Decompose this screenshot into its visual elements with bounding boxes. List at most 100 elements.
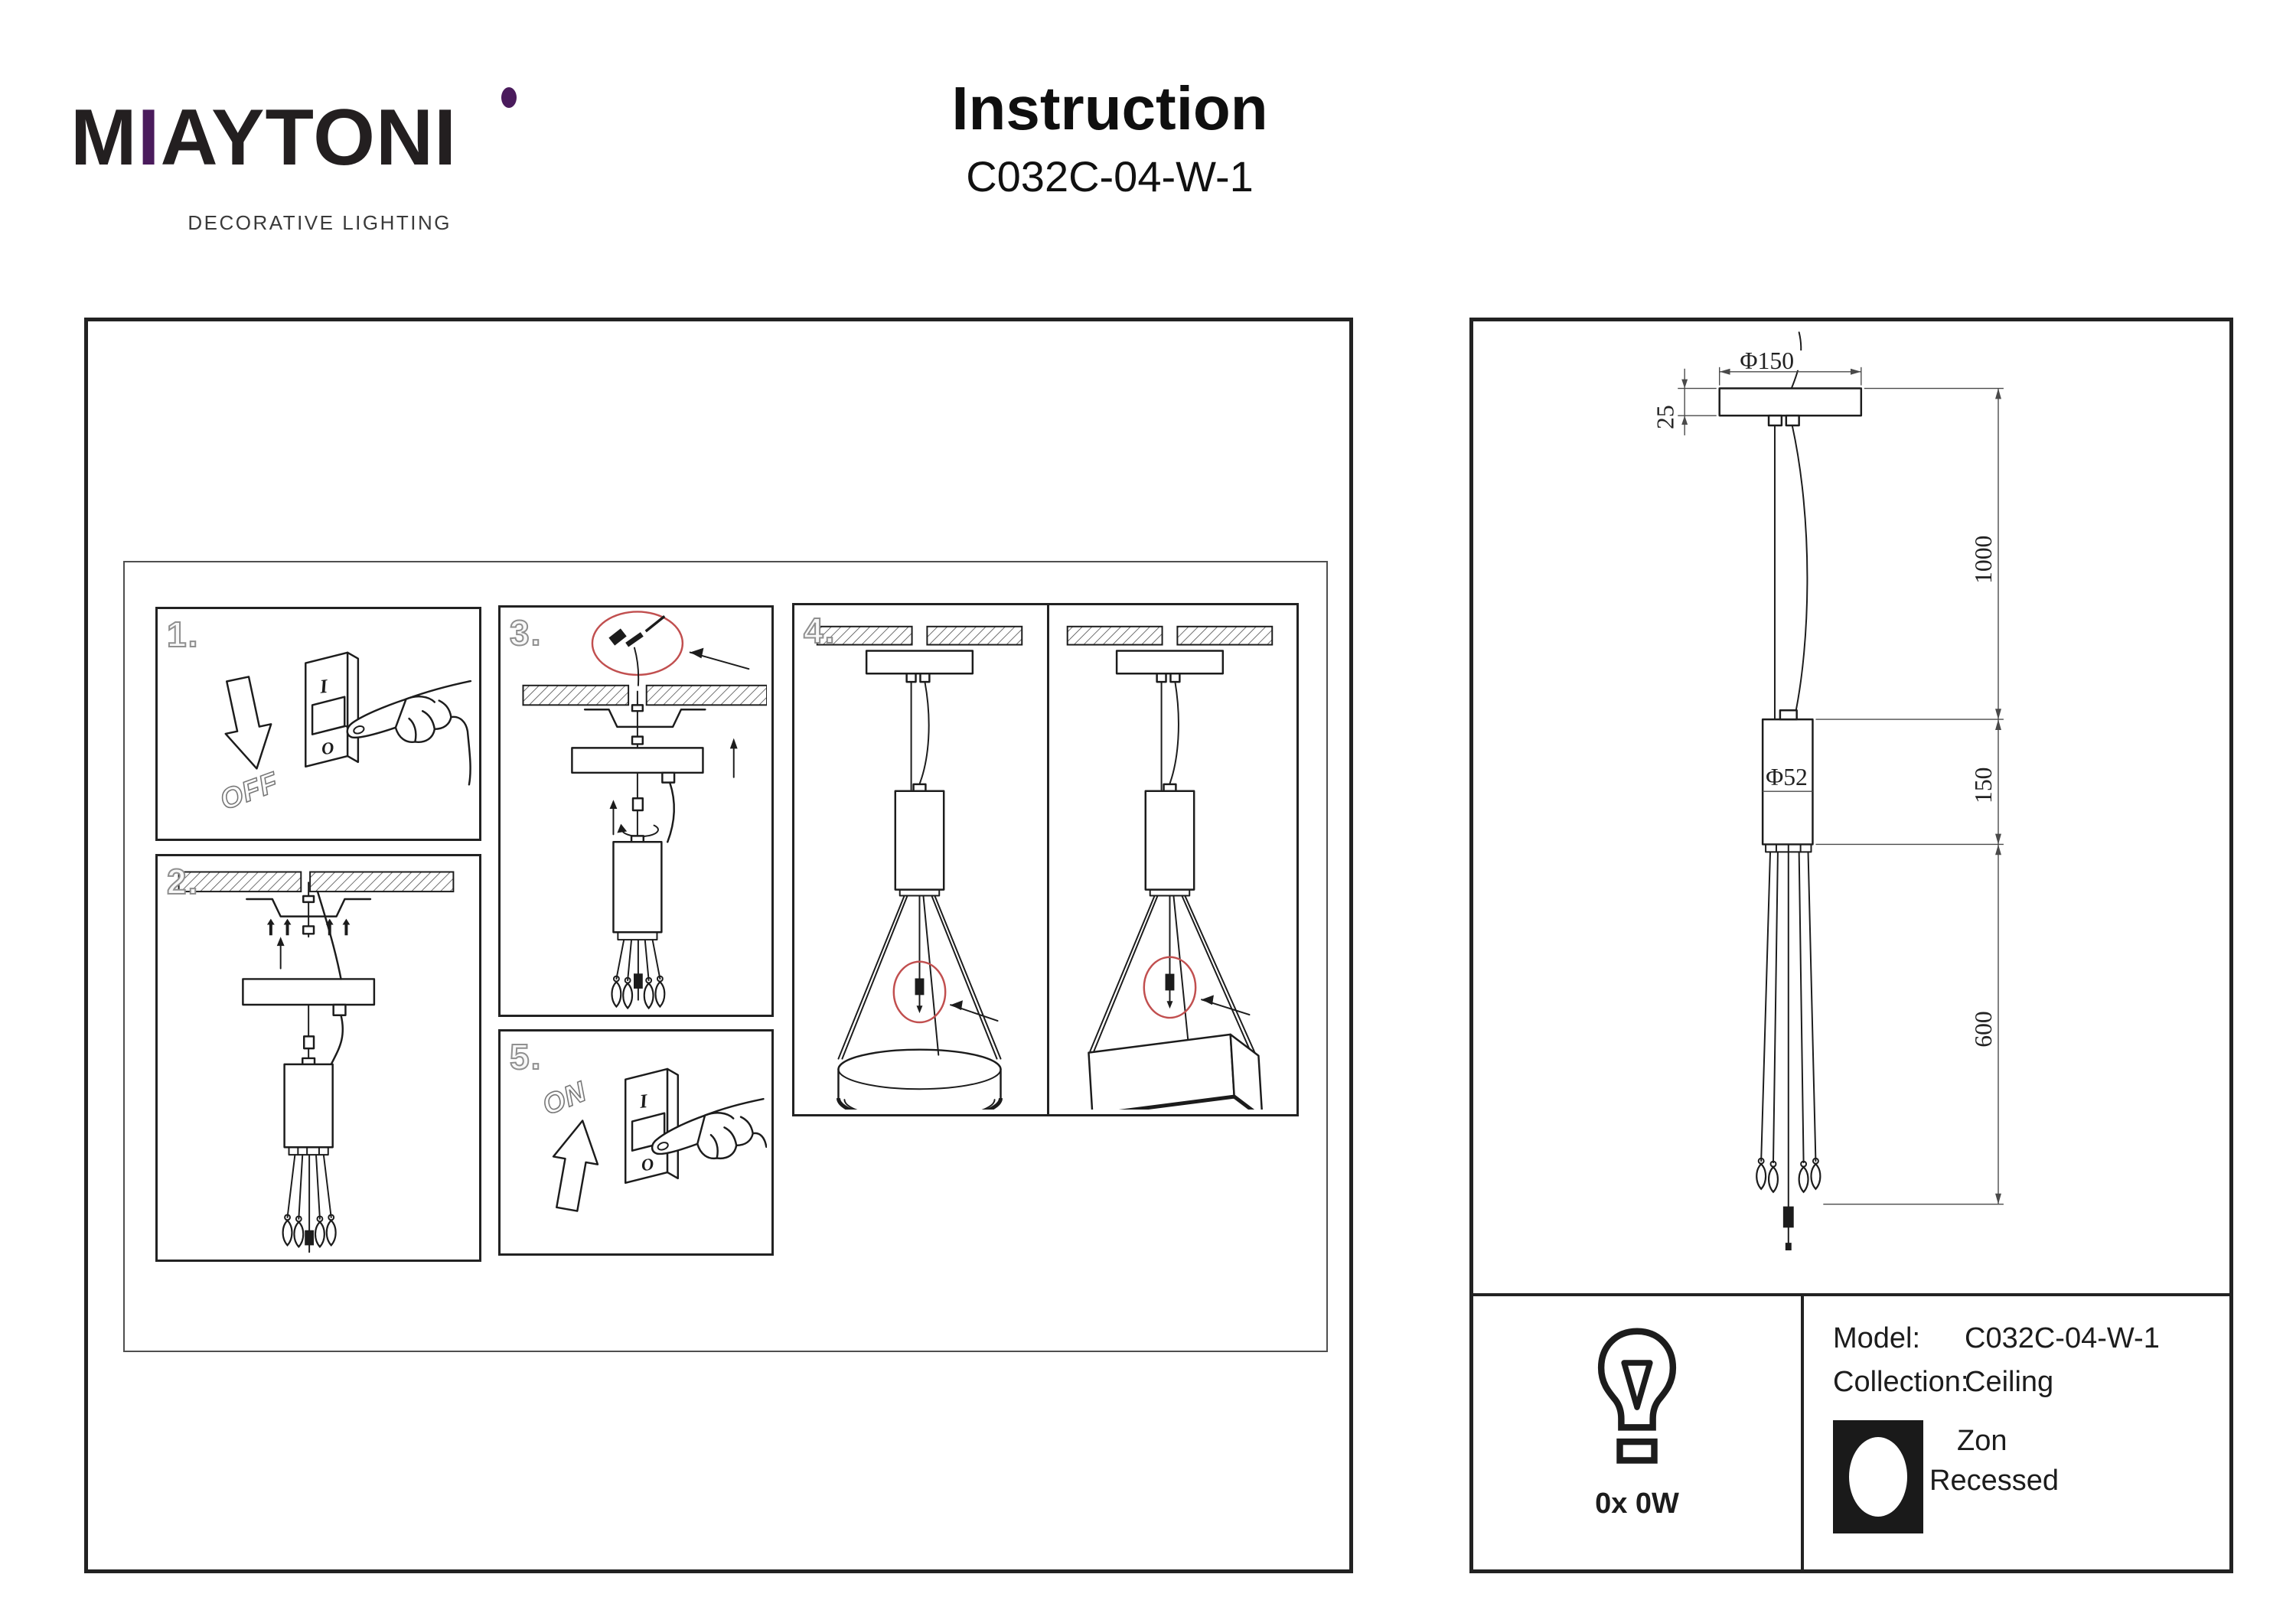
- step-1-switch-off-illustration: OFF I O: [215, 651, 472, 816]
- cable-length-dim: 600: [1970, 1011, 1997, 1047]
- steps-inner-frame: [123, 561, 1328, 1352]
- hand: [346, 680, 472, 786]
- canopy: [865, 650, 974, 675]
- logo-letters: AYTONI: [160, 93, 458, 182]
- collection-icon-row: Zon Recessed: [1833, 1420, 2229, 1535]
- step-4-number: 4.: [803, 610, 837, 651]
- suspension-cable: [934, 895, 1002, 1060]
- step-4-shade-illustration: [816, 625, 1274, 1110]
- title-block: Instruction C032C-04-W-1: [765, 73, 1454, 201]
- canopy: [1718, 387, 1863, 417]
- cable-grip-icon: [325, 1214, 337, 1247]
- step-3-number: 3.: [509, 612, 543, 653]
- cable-grip-icon: [1767, 1160, 1779, 1193]
- driver-cylinder: [894, 790, 945, 891]
- connector: [1165, 973, 1175, 991]
- down-arrow-icon: [224, 676, 272, 770]
- ceiling-hatch: [522, 684, 630, 706]
- rotate-arrow-icon: [621, 824, 659, 838]
- suspension-cable: [298, 1154, 304, 1220]
- step-5-number: 5.: [509, 1036, 543, 1077]
- hand: [651, 1097, 767, 1160]
- suspension-cable: [627, 939, 633, 982]
- canopy-thickness-dim: 25: [1652, 405, 1678, 429]
- round-pendant: [816, 625, 1023, 1110]
- model-cell: Model:C032C-04-W-1 Collection:Ceiling Zo…: [1804, 1296, 2229, 1572]
- driver-cylinder: [612, 841, 663, 934]
- recessed-downlight-icon: [1833, 1420, 1923, 1533]
- maytoni-logo: MIAYTONI: [70, 87, 517, 178]
- cable-grip-icon: [314, 1215, 325, 1248]
- suspension-cable: [837, 895, 905, 1060]
- canopy: [1115, 650, 1225, 675]
- mounting-bracket: [583, 709, 706, 728]
- connector: [1782, 1206, 1794, 1228]
- logo-accent-bar: I: [137, 93, 161, 182]
- power-cord: [1166, 681, 1179, 790]
- model-row: Model:C032C-04-W-1: [1833, 1322, 2229, 1355]
- suspension-cable: [651, 939, 661, 980]
- driver-diameter-dim: Φ52: [1766, 764, 1808, 790]
- cable-grip-icon: [1798, 1160, 1809, 1193]
- canopy-diameter-dim: Φ150: [1740, 347, 1794, 374]
- suspension-cable: [1760, 851, 1772, 1162]
- power-cord: [667, 781, 676, 843]
- switch-off-mark: O: [321, 738, 335, 759]
- logo-letter-m: M: [70, 93, 138, 182]
- step-2-number: 2.: [166, 861, 200, 902]
- cable-grip-icon: [293, 1215, 305, 1248]
- step-2-mounting-illustration: [178, 871, 455, 1253]
- driver-length-dim: 150: [1970, 768, 1997, 803]
- power-cord: [916, 681, 930, 790]
- canopy: [242, 978, 376, 1006]
- cable-grip-icon: [1756, 1157, 1767, 1190]
- switch-on-mark: I: [318, 675, 329, 698]
- collection-value: Ceiling: [1965, 1366, 2054, 1398]
- suspension-cable: [315, 1154, 321, 1220]
- step-1-panel: 1. OFF I O: [155, 607, 481, 841]
- cable-grip-icon: [643, 976, 654, 1009]
- stripped-wire: [644, 614, 666, 633]
- drum-shade: [837, 1048, 1002, 1071]
- up-arrow-icon: [552, 1119, 599, 1212]
- step-4-divider: [1047, 605, 1049, 1114]
- ceiling-hatch: [309, 871, 455, 893]
- ceiling-hatch: [178, 871, 302, 893]
- collection-type: Recessed: [1929, 1465, 2059, 1497]
- canopy: [571, 747, 704, 774]
- collection-row: Collection:Ceiling: [1833, 1366, 2229, 1399]
- highlight-circle-icon: [1143, 956, 1197, 1019]
- model-value: C032C-04-W-1: [1965, 1322, 2160, 1354]
- step-1-number: 1.: [166, 614, 200, 655]
- suspension-cable: [1798, 851, 1805, 1164]
- step-5-panel: 5. ON I O: [498, 1029, 774, 1256]
- logo-accent-dot-icon: [501, 87, 517, 108]
- cable-grip-icon: [654, 975, 666, 1008]
- suspension-cable: [922, 895, 940, 1056]
- spec-info-row: 0x 0W Model:C032C-04-W-1 Collection:Ceil…: [1473, 1293, 2229, 1572]
- installation-steps-box: 1. OFF I O: [84, 318, 1353, 1573]
- suspension-cable: [1184, 895, 1257, 1055]
- driver-cylinder: [283, 1063, 334, 1149]
- collection-series: Zon: [1957, 1425, 2007, 1457]
- model-code: C032C-04-W-1: [966, 152, 1254, 200]
- step-4-panel: 4.: [792, 603, 1299, 1116]
- switch-off-mark: O: [641, 1155, 655, 1175]
- suspension-cable: [1773, 851, 1779, 1164]
- bulb-icon: [1597, 1328, 1677, 1464]
- collection-label: Collection:: [1833, 1366, 1969, 1398]
- driver-cylinder: [1144, 790, 1195, 891]
- step-2-panel: 2.: [155, 854, 481, 1262]
- step-3-panel: 3.: [498, 605, 774, 1017]
- suspension-cable: [615, 939, 625, 980]
- connector: [305, 1230, 315, 1246]
- suspension-cable: [322, 1154, 332, 1218]
- power-cord: [316, 890, 342, 980]
- highlight-circle-icon: [591, 611, 684, 676]
- highlight-circle-icon: [892, 960, 947, 1024]
- suspension-cable: [1089, 895, 1156, 1052]
- power-cord: [1791, 425, 1808, 719]
- on-label: ON: [538, 1074, 591, 1121]
- suspension-cable: [644, 939, 650, 982]
